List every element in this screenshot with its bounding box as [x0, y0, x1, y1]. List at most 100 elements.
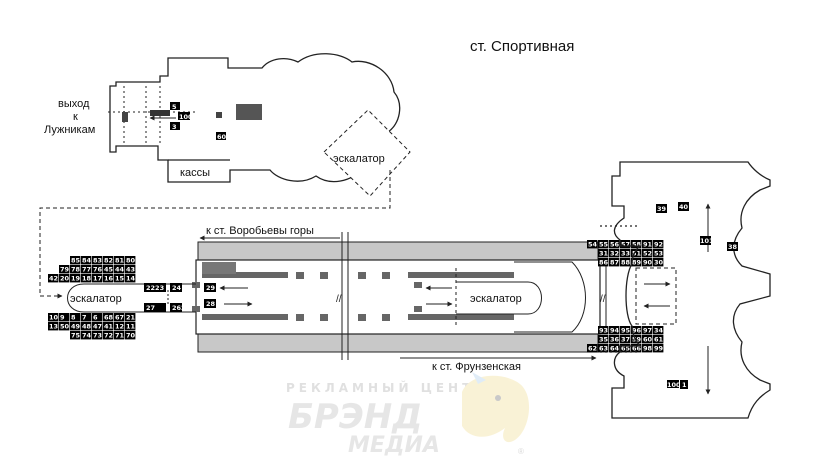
grid-cell: [59, 313, 70, 322]
grid-cell: [103, 256, 114, 265]
svg-text:40: 40: [679, 203, 689, 211]
escalator-label-north: эскалатор: [333, 153, 385, 165]
north-markers: 5 100 3 60: [170, 102, 227, 141]
grid-cell: [70, 322, 81, 331]
grid-cell: [642, 335, 653, 344]
svg-text:101: 101: [700, 237, 714, 245]
grid-cell: [631, 335, 642, 344]
label-to-frunzenskaya: к ст. Фрунзенская: [432, 361, 521, 373]
grid-number: 20: [60, 275, 70, 283]
grid-number: 79: [60, 266, 70, 274]
grid-number: 35: [599, 336, 609, 344]
grid-cell: [598, 258, 609, 267]
grid-number: 93: [599, 327, 608, 335]
grid-cell: [103, 331, 114, 340]
grid-cell: [81, 265, 92, 274]
platform-hall: // // эскалатор: [192, 232, 607, 360]
grid-cell: [92, 265, 103, 274]
columns: [192, 272, 422, 321]
grid-number: 37: [621, 336, 630, 344]
grid-cell: [653, 249, 664, 258]
grid-cell: [631, 258, 642, 267]
grid-number: 17: [93, 275, 102, 283]
svg-text:28: 28: [206, 300, 216, 308]
grid-number: 31: [599, 250, 609, 258]
grid-cell: [70, 313, 81, 322]
grid-cell: [642, 258, 653, 267]
grid-cell: [642, 249, 653, 258]
grid-number: 95: [621, 327, 631, 335]
grid-cell: [81, 256, 92, 265]
grid-cell: [631, 326, 642, 335]
platform-block: [202, 262, 236, 274]
grid-number: 49: [71, 323, 81, 331]
grid-number: 87: [610, 259, 619, 267]
svg-text:1: 1: [682, 381, 687, 389]
east-vestibule: [600, 161, 771, 419]
grid-cell: [642, 326, 653, 335]
grid-number: 12: [115, 323, 124, 331]
grid-cell: [59, 274, 70, 283]
grid-number: 75: [71, 332, 81, 340]
escalator-label-center: эскалатор: [470, 293, 522, 305]
grid-number: 57: [621, 241, 630, 249]
grid-cell: [81, 331, 92, 340]
svg-text:29: 29: [206, 284, 216, 292]
grid-number: 89: [632, 259, 642, 267]
grid-cell: [609, 258, 620, 267]
watermark-line1: РЕКЛАМНЫЙ ЦЕНТР: [286, 380, 487, 395]
grid-number: 66: [632, 345, 642, 353]
exit-label: выход к Лужникам: [44, 98, 95, 136]
grid-number: 30: [654, 259, 664, 267]
grid-number: 32: [610, 250, 619, 258]
grid-cell: [587, 240, 598, 249]
svg-text:2625: 2625: [172, 304, 191, 312]
watermark: РЕКЛАМНЫЙ ЦЕНТР БРЭНД МЕДИА ®: [286, 372, 530, 458]
grid-number: 99: [654, 345, 664, 353]
grid-number: 86: [599, 259, 609, 267]
grid-number: 73: [93, 332, 102, 340]
escalator-label-west: эскалатор: [70, 293, 122, 305]
grid-cell: [598, 344, 609, 353]
platform-markers: 2223 24 29 27 2625 28: [144, 283, 216, 312]
svg-text:к: к: [73, 111, 78, 123]
grid-number: 90: [643, 259, 653, 267]
grid-number: 56: [610, 241, 620, 249]
grid-cell: [48, 274, 59, 283]
svg-text:100: 100: [667, 381, 681, 389]
svg-text:100: 100: [179, 113, 193, 121]
north-escalator: эскалатор: [323, 109, 411, 197]
pillar: [216, 112, 222, 118]
grid-cell: [103, 274, 114, 283]
grid-number: 83: [93, 257, 102, 265]
east-escalator-box: [635, 267, 677, 325]
grid-number: 70: [126, 332, 136, 340]
grid-cell: [631, 249, 642, 258]
grid-cell: [653, 326, 664, 335]
grid-cell: [114, 313, 125, 322]
grid-number: 8: [71, 314, 76, 322]
grid-cell: [48, 322, 59, 331]
grid-number: 96: [632, 327, 642, 335]
grid-cell: [81, 313, 92, 322]
grid-cell: [92, 256, 103, 265]
grid-number: 94: [610, 327, 620, 335]
svg-text:выход: выход: [58, 98, 90, 110]
grid-cell: [103, 265, 114, 274]
grid-cell: [114, 265, 125, 274]
grid-number: 91: [643, 241, 653, 249]
grid-number: 7: [82, 314, 87, 322]
watermark-line3: МЕДИА: [348, 433, 440, 458]
grid-number: 71: [115, 332, 125, 340]
grid-cell: [642, 344, 653, 353]
grid-cell: [620, 326, 631, 335]
elephant-logo: [462, 372, 530, 443]
svg-text:24: 24: [172, 284, 182, 292]
grid-number: 97: [643, 327, 652, 335]
grid-number: 43: [126, 266, 135, 274]
grid-number: 60: [643, 336, 653, 344]
grid-number: 88: [621, 259, 631, 267]
grid-cell: [620, 240, 631, 249]
